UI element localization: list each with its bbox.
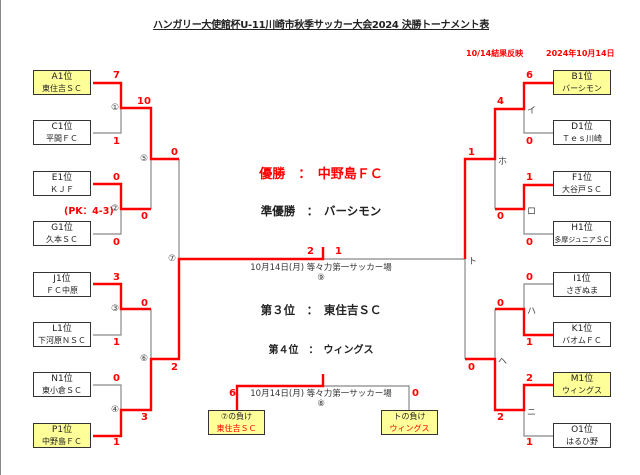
team-box-o1: O1位はるひ野 [553, 423, 611, 448]
score: 1 [113, 337, 120, 348]
score: 10 [137, 96, 151, 107]
match-label-final: ⑨ [317, 273, 325, 283]
team-box-f1: F1位大谷戸ＳＣ [553, 171, 611, 196]
team-box-c1: C1位平間ＦＣ [33, 120, 91, 145]
score: 3 [141, 412, 148, 423]
third-place: 第３位 ： 東住吉ＳＣ [260, 303, 382, 317]
team-box-g1: G1位久本ＳＣ [33, 221, 91, 246]
score: 0 [497, 211, 504, 222]
score: 4 [497, 96, 504, 107]
score: 1 [113, 136, 120, 147]
runner-up: 準優勝 ： バーシモン [260, 204, 382, 218]
match-label: ロ [527, 207, 537, 217]
match-label: ニ [527, 408, 537, 418]
update-note: 10/14結果反映 [466, 49, 524, 58]
score: 2 [497, 412, 504, 423]
match-label: ホ [498, 157, 508, 167]
match-label: イ [527, 106, 537, 116]
score: 0 [113, 237, 120, 248]
match-label: ト [468, 257, 478, 267]
page-title: ハンガリー大使館杯U-11川崎市秋季サッカー大会2024 決勝トーナメント表 [152, 20, 490, 31]
team-box-p1: P1位中野島ＦＣ [33, 423, 91, 448]
score: 0 [113, 172, 120, 183]
match-label: ① [111, 103, 120, 113]
score: 0 [113, 373, 120, 384]
score: 0 [526, 237, 533, 248]
score: 0 [141, 211, 148, 222]
date: 2024年10月14日 [546, 49, 615, 58]
score: 0 [497, 298, 504, 309]
score: 1 [526, 172, 533, 183]
pk-note: (PK：4-3) [64, 206, 114, 217]
final-venue: 10月14日(月) 等々力第一サッカー場 [250, 263, 392, 273]
final-score-left: 2 [307, 246, 314, 257]
third-score-right: 0 [412, 388, 419, 399]
team-box-b1: B1位バーシモン [553, 70, 611, 95]
team-box-l1: L1位下河原ＮＳＣ [33, 322, 91, 347]
team-box-m1: M1位ウィングス [553, 372, 611, 397]
match-label: ③ [111, 304, 120, 314]
score: 7 [113, 70, 120, 81]
score: 6 [526, 70, 533, 81]
final-score-right: 1 [335, 246, 342, 257]
match-label: ④ [111, 405, 120, 415]
match-label: ② [111, 204, 120, 214]
score: 0 [171, 147, 178, 158]
match-label: ヘ [498, 357, 508, 367]
score: 1 [468, 147, 475, 158]
match-label-third: ⑧ [317, 399, 325, 409]
score: 3 [113, 272, 120, 283]
score: 0 [526, 136, 533, 147]
third-box-left: ⑦の負け東住吉ＳＣ [208, 410, 265, 435]
match-label: ⑤ [140, 154, 149, 164]
team-box-h1: H1位多摩ジュニアＳＣ [553, 221, 611, 246]
score: 2 [526, 373, 533, 384]
fourth-place: 第４位 ： ウィングス [268, 345, 374, 356]
team-box-k1: K1位バオムＦＣ [553, 322, 611, 347]
score: 1 [113, 437, 120, 448]
third-place-venue: 10月14日(月) 等々力第一サッカー場 [250, 389, 392, 399]
score: 1 [526, 437, 533, 448]
score: 0 [468, 362, 475, 373]
match-label: ⑥ [140, 354, 149, 364]
champion: 優勝 ： 中野島ＦＣ [259, 167, 383, 182]
team-box-n1: N1位東小倉ＳＣ [33, 372, 91, 397]
match-label: ⑦ [168, 254, 177, 264]
third-box-right: トの負けウィングス [381, 410, 438, 435]
team-box-i1: I1位さぎぬま [553, 272, 611, 297]
match-label: ハ [527, 307, 537, 317]
score: 2 [171, 362, 178, 373]
score: 1 [526, 337, 533, 348]
team-box-a1: A1位東住吉ＳＣ [33, 70, 91, 95]
third-score-left: 6 [229, 388, 236, 399]
score: 0 [526, 272, 533, 283]
score: 0 [141, 298, 148, 309]
